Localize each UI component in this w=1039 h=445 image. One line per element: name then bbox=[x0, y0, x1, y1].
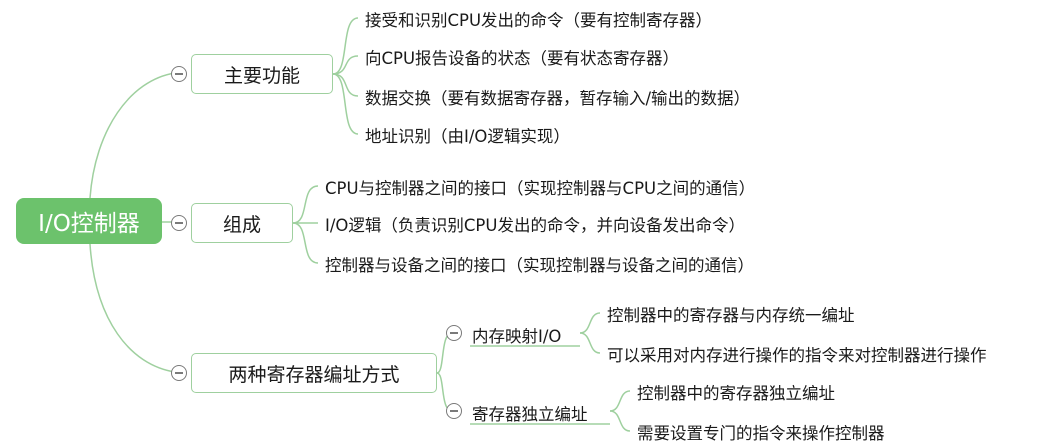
link-main-leaf1 bbox=[332, 17, 359, 75]
branch-composition[interactable]: 组成 bbox=[191, 203, 293, 243]
collapse-toggle-composition[interactable] bbox=[171, 215, 187, 231]
root-node[interactable]: I/O控制器 bbox=[16, 198, 162, 244]
link-main-leaf3 bbox=[332, 73, 359, 97]
leaf-comp-2: I/O逻辑（负责识别CPU发出的命令，并向设备发出命令） bbox=[325, 216, 745, 235]
link-root-main-functions bbox=[89, 72, 176, 199]
leaf-indep-1: 控制器中的寄存器独立编址 bbox=[637, 384, 835, 403]
collapse-toggle-main-functions[interactable] bbox=[171, 66, 187, 82]
leaf-main-1: 接受和识别CPU发出的命令（要有控制寄存器） bbox=[365, 11, 713, 30]
sub-branch-independent-addressing[interactable]: 寄存器独立编址 bbox=[472, 405, 588, 424]
link-sub2-leaf2 bbox=[609, 410, 631, 432]
link-sub1-leaf1 bbox=[579, 312, 601, 334]
leaf-main-3: 数据交换（要有数据寄存器，暂存输入/输出的数据） bbox=[365, 89, 751, 108]
collapse-toggle-memory-mapped[interactable] bbox=[446, 325, 462, 341]
link-main-leaf2 bbox=[332, 55, 359, 75]
collapse-toggle-independent[interactable] bbox=[446, 403, 462, 419]
leaf-indep-2: 需要设置专门的指令来操作控制器 bbox=[637, 424, 885, 443]
leaf-main-2: 向CPU报告设备的状态（要有状态寄存器） bbox=[365, 49, 680, 68]
leaf-mmio-1: 控制器中的寄存器与内存统一编址 bbox=[607, 306, 855, 325]
leaf-comp-3: 控制器与设备之间的接口（实现控制器与设备之间的通信） bbox=[325, 256, 754, 275]
link-root-addressing bbox=[89, 243, 176, 373]
leaf-main-4: 地址识别（由I/O逻辑实现） bbox=[365, 127, 570, 146]
sub-branch-memory-mapped-io[interactable]: 内存映射I/O bbox=[472, 327, 562, 346]
link-comp-leaf3 bbox=[292, 222, 319, 264]
leaf-mmio-2: 可以采用对内存进行操作的指令来对控制器进行操作 bbox=[607, 346, 987, 365]
leaf-comp-1: CPU与控制器之间的接口（实现控制器与CPU之间的通信） bbox=[325, 179, 756, 198]
branch-addressing[interactable]: 两种寄存器编址方式 bbox=[191, 353, 437, 393]
link-sub2-leaf1 bbox=[609, 390, 631, 412]
link-sub1-leaf2 bbox=[579, 332, 601, 354]
link-main-leaf4 bbox=[332, 73, 359, 135]
collapse-toggle-addressing[interactable] bbox=[171, 365, 187, 381]
branch-main-functions[interactable]: 主要功能 bbox=[191, 54, 333, 94]
link-comp-leaf1 bbox=[292, 185, 319, 224]
